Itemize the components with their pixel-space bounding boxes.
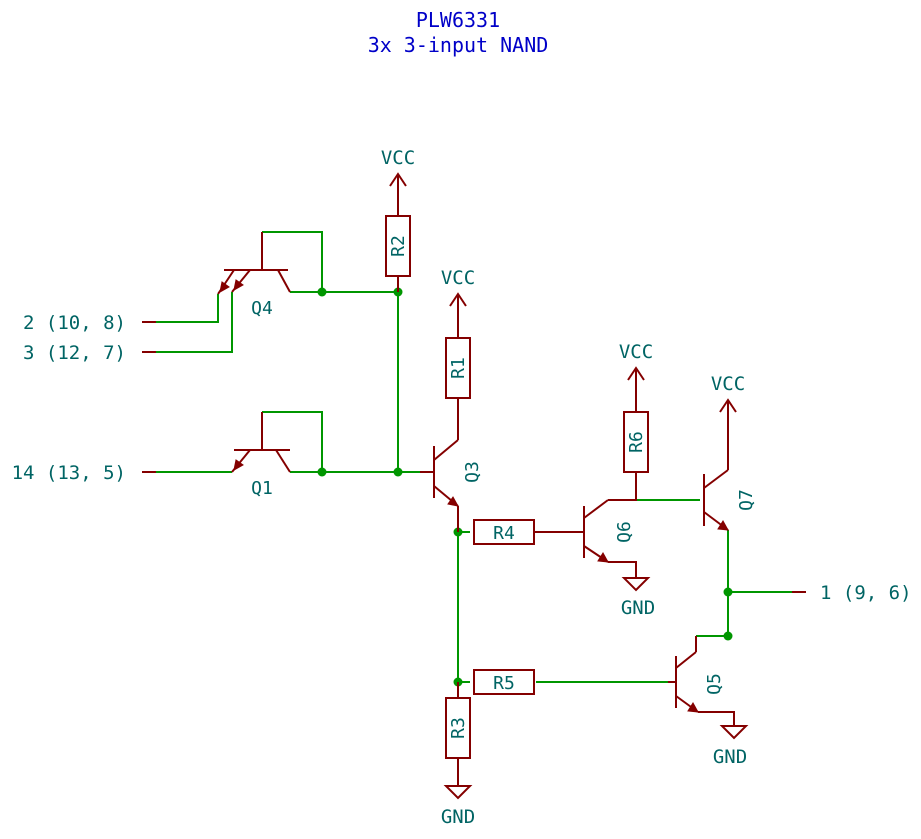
r5-label: R5 <box>493 673 515 694</box>
r1-label: R1 <box>448 357 469 379</box>
transistor-q5 <box>668 636 735 726</box>
vcc-label-r2: VCC <box>381 147 415 169</box>
gnd-label-q6: GND <box>621 597 655 619</box>
input-label-3: 3 (12, 7) <box>23 342 126 364</box>
resistor-r4 <box>473 519 584 545</box>
r2-label: R2 <box>388 235 409 257</box>
r4-label: R4 <box>493 523 515 544</box>
vcc-label-r6: VCC <box>619 341 653 363</box>
schematic-title: PLW6331 <box>416 8 500 32</box>
q4-label: Q4 <box>251 298 273 319</box>
input-label-2: 2 (10, 8) <box>23 312 126 334</box>
resistor-r3 <box>443 682 473 800</box>
transistor-q3 <box>420 439 459 532</box>
resistor-r5 <box>473 669 535 695</box>
resistor-r6 <box>623 366 649 473</box>
q7-label: Q7 <box>736 489 757 511</box>
gnd-label-r3: GND <box>441 806 475 828</box>
q1-label: Q1 <box>251 478 273 499</box>
input-label-14: 14 (13, 5) <box>12 462 126 484</box>
junctions <box>317 287 733 687</box>
gnd-label-q5: GND <box>713 746 747 768</box>
gnd-symbol-q6 <box>621 577 651 592</box>
q5-label: Q5 <box>704 673 725 695</box>
transistor-q4 <box>217 232 291 295</box>
transistor-q6 <box>583 472 637 578</box>
r3-label: R3 <box>448 717 469 739</box>
r6-label: R6 <box>626 431 647 453</box>
schematic-subtitle: 3x 3-input NAND <box>368 33 549 57</box>
q6-label: Q6 <box>614 521 635 543</box>
transistor-q1 <box>231 412 291 473</box>
q3-label: Q3 <box>462 461 483 483</box>
gnd-symbol-q5 <box>719 725 749 740</box>
vcc-label-r1: VCC <box>441 267 475 289</box>
resistor-r1 <box>445 292 471 440</box>
port-stubs <box>142 321 806 593</box>
wires <box>150 231 800 683</box>
output-label-1: 1 (9, 6) <box>820 582 912 604</box>
transistor-q7 <box>703 398 737 531</box>
vcc-arrow-r2 <box>389 172 407 196</box>
resistor-r2 <box>385 196 411 292</box>
vcc-label-q7: VCC <box>711 373 745 395</box>
